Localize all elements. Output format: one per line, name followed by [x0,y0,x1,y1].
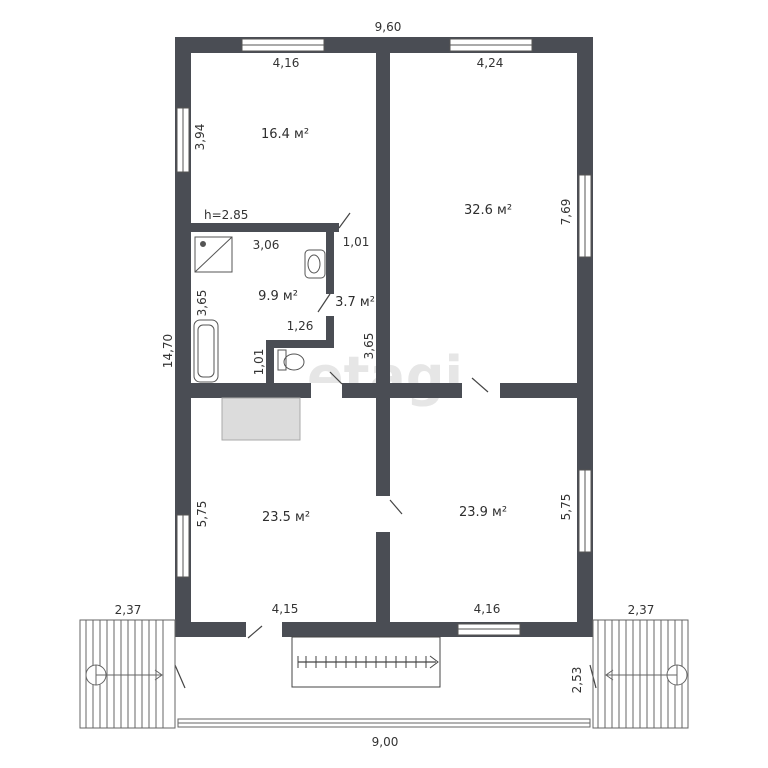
area-room3: 23.5 м² [262,510,310,525]
right-exterior-stair [592,619,689,729]
interior-staircase [291,636,441,688]
dim-room2-height: 7,69 [559,199,573,226]
dim-hall-height: 3,65 [362,333,376,360]
area-bathroom: 9.9 м² [258,289,298,304]
dim-room3-height: 5,75 [195,501,209,528]
dim-room4-width: 4,16 [474,602,501,616]
area-hallway: 3.7 м² [335,295,375,310]
dim-room2-width: 4,24 [477,56,504,70]
dim-top-total: 9,60 [375,20,402,34]
porch [174,637,594,728]
toilet-icon [277,349,305,371]
dim-bottom-total: 9,00 [372,735,399,749]
ceiling-height: h=2.85 [204,208,248,222]
left-exterior-stair [79,619,176,729]
dim-wc-height: 1,01 [252,349,266,376]
dim-right-stair-width: 2,37 [628,603,655,617]
dim-bath-height: 3,65 [195,290,209,317]
dim-room3-width: 4,15 [272,602,299,616]
area-room2: 32.6 м² [464,203,512,218]
dim-room1-width: 4,16 [273,56,300,70]
stove-block [221,397,301,441]
area-room4: 23.9 м² [459,505,507,520]
dim-bath-width: 3,06 [253,238,280,252]
windows [176,38,592,636]
dim-porch-height: 2,53 [570,667,584,694]
dim-left-stair-width: 2,37 [115,603,142,617]
area-room1: 16.4 м² [261,127,309,142]
dim-hall-width: 1,01 [343,235,370,249]
dim-room1-height: 3,94 [193,124,207,151]
dim-room4-height: 5,75 [559,494,573,521]
dim-wc-width: 1,26 [287,319,314,333]
interior-walls [191,53,577,624]
sink-icon [304,249,326,279]
bathtub-icon [193,319,219,383]
shower-icon [194,236,233,273]
dim-left-total: 14,70 [161,334,175,368]
doors [174,212,597,689]
